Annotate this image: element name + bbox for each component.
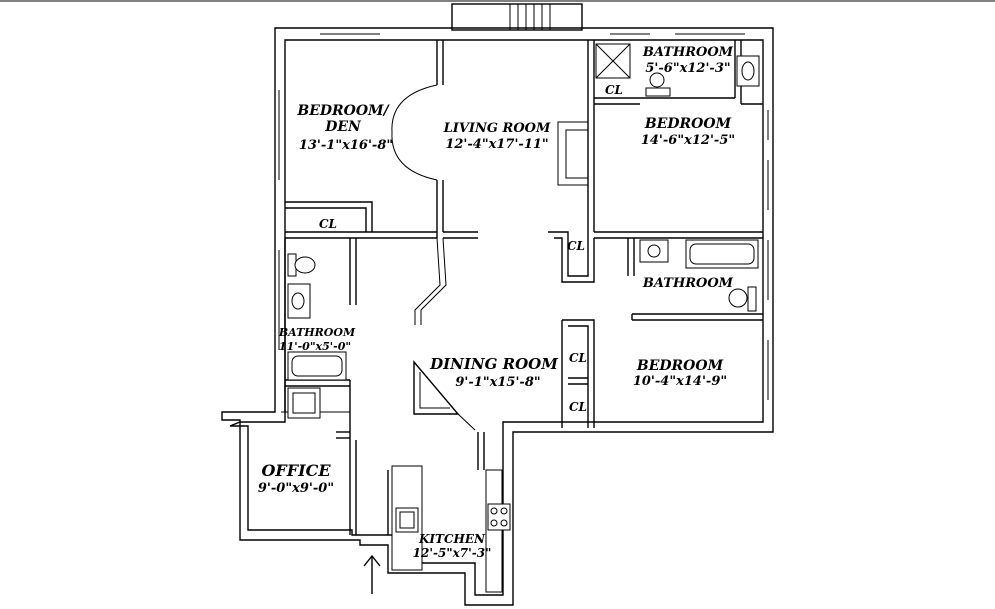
toilet-top xyxy=(649,72,665,88)
stove xyxy=(487,503,511,531)
bathroom-top-name: BATHROOM xyxy=(642,45,734,60)
closet-label-bedroom-2: CL xyxy=(569,400,587,414)
fixtures xyxy=(287,43,760,533)
bathtub-left xyxy=(287,351,347,381)
bedroom-den-dims: 13'-1"x16'-8" xyxy=(299,138,393,153)
living-room-name: LIVING ROOM xyxy=(443,121,551,136)
closet-label-bedroom-den: CL xyxy=(319,217,337,231)
bedroom-lower-right-name: BEDROOM xyxy=(636,358,724,374)
closet-label-upper-bath: CL xyxy=(605,83,623,97)
sink-top xyxy=(736,55,760,87)
bedroom-lower-right-dims: 10'-4"x14'-9" xyxy=(633,374,727,389)
bathroom-left-dims: 11'-0"x5'-0" xyxy=(279,340,351,353)
bedroom-den-name-line1: BEDROOM/ xyxy=(296,103,390,119)
sink-middle xyxy=(639,239,669,263)
dining-room-dims: 9'-1"x15'-8" xyxy=(455,375,540,390)
bedroom-upper-right-name: BEDROOM xyxy=(644,116,732,132)
bedroom-den-name-line2: DEN xyxy=(324,119,362,135)
kitchen-name: KITCHEN xyxy=(418,532,486,546)
bathroom-top-dims: 5'-6"x12'-3" xyxy=(645,61,730,76)
closet-label-bedroom-1: CL xyxy=(569,351,587,365)
bedroom-upper-right-dims: 14'-6"x12'-5" xyxy=(641,133,735,148)
kitchen-sink xyxy=(395,507,419,533)
sink-left xyxy=(287,283,311,319)
living-room-dims: 12'-4"x17'-11" xyxy=(445,137,548,152)
dining-room-name: DINING ROOM xyxy=(429,355,558,373)
kitchen-dims: 12'-5"x7'-3" xyxy=(413,546,492,560)
bathroom-middle-name: BATHROOM xyxy=(642,276,734,291)
balcony xyxy=(451,3,583,31)
office-dims: 9'-0"x9'-0" xyxy=(258,481,334,496)
closet-label-living: CL xyxy=(567,239,585,253)
bathroom-left-name: BATHROOM xyxy=(278,326,356,339)
toilet-middle xyxy=(728,288,748,308)
entry-arrow-icon xyxy=(363,554,381,594)
bathtub-middle xyxy=(685,239,759,269)
office-name: OFFICE xyxy=(261,461,331,480)
